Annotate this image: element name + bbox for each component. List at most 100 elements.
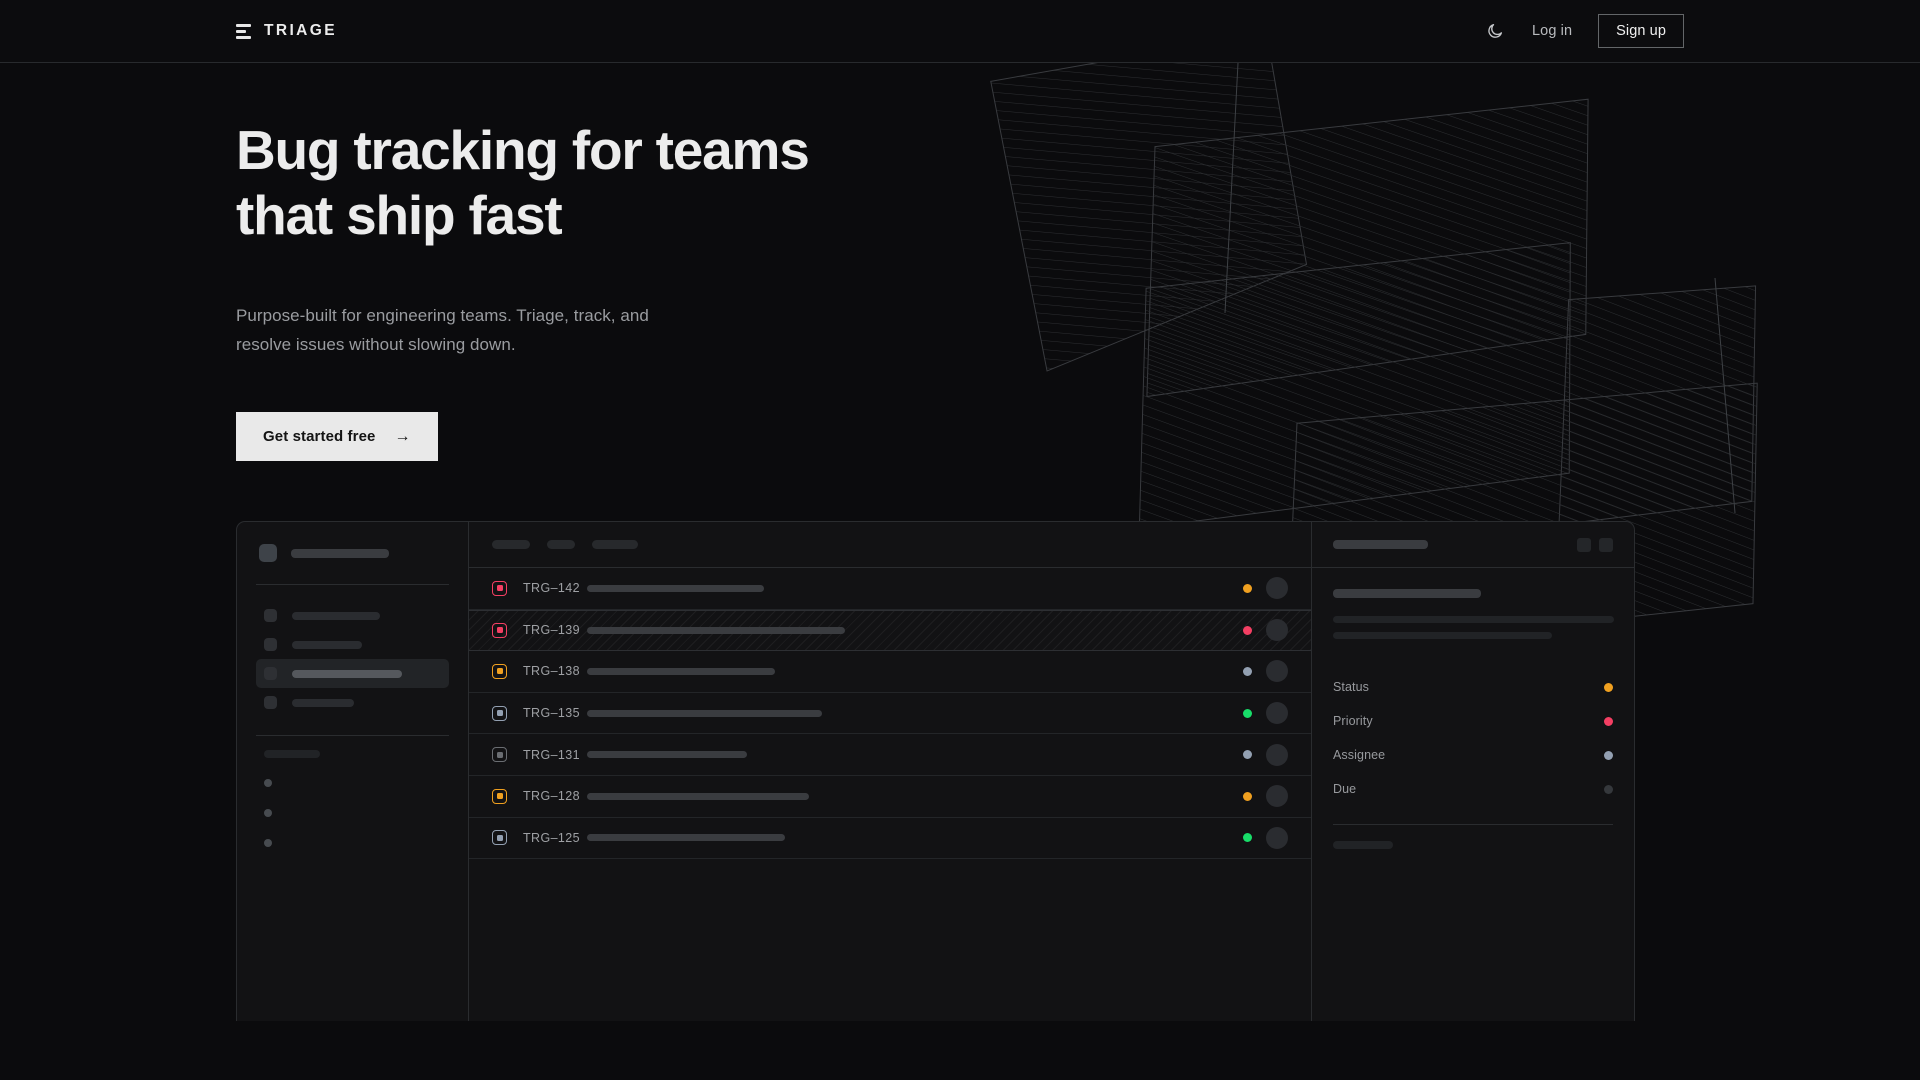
workspace-switcher[interactable]	[256, 544, 449, 562]
issue-title-placeholder	[587, 584, 764, 592]
avatar	[1266, 743, 1288, 766]
project-dot	[264, 779, 272, 787]
avatar	[1266, 619, 1288, 642]
login-link[interactable]: Log in	[1532, 23, 1573, 39]
issue-filter-chip-2[interactable]	[547, 540, 575, 549]
issue-title-placeholder	[587, 709, 822, 717]
meta-label: Priority	[1333, 714, 1373, 728]
get-started-button[interactable]: Get started free →	[236, 412, 438, 462]
meta-value-dot	[1604, 750, 1613, 760]
issue-row-meta	[1243, 743, 1288, 766]
table-row[interactable]: TRG–139	[469, 609, 1311, 652]
table-row[interactable]: TRG–131	[469, 734, 1311, 776]
hero-subheading: Purpose-built for engineering teams. Tri…	[236, 305, 649, 355]
priority-indicator-icon	[492, 788, 507, 804]
issue-id: TRG–139	[523, 623, 580, 638]
table-row[interactable]: TRG–128	[469, 776, 1311, 818]
workspace-square-icon	[259, 544, 277, 562]
meta-row-priority[interactable]: Priority	[1333, 704, 1613, 738]
status-badge	[1243, 625, 1252, 635]
signup-button[interactable]: Sign up	[1598, 14, 1684, 48]
priority-indicator-icon	[492, 580, 507, 596]
priority-indicator-icon	[492, 747, 507, 763]
description-line-1	[1333, 616, 1614, 623]
priority-indicator-icon	[492, 622, 507, 638]
sidebar-nav-label-placeholder	[292, 698, 354, 707]
sidebar-project-item-2[interactable]	[256, 798, 449, 828]
avatar	[1266, 826, 1288, 849]
avatar	[1266, 577, 1288, 600]
issue-title-placeholder	[587, 626, 845, 634]
issue-id: TRG–142	[523, 581, 580, 596]
sidebar-nav-label-placeholder	[292, 669, 402, 678]
top-navigation-bar: TRIAGE Log in Sign up	[0, 0, 1920, 63]
activity-list	[1333, 865, 1613, 901]
meta-row-assignee[interactable]: Assignee	[1333, 738, 1613, 772]
project-dot	[264, 839, 272, 847]
brand-logo[interactable]: TRIAGE	[236, 22, 337, 40]
status-badge	[1243, 666, 1252, 676]
sidebar-nav-label-placeholder	[292, 611, 380, 620]
sidebar-project-item-3[interactable]	[256, 828, 449, 858]
table-row[interactable]: TRG–138	[469, 651, 1311, 693]
sidebar-section-label-placeholder	[264, 750, 320, 758]
detail-action-button-2[interactable]	[1599, 537, 1613, 552]
sidebar-nav-icon	[264, 696, 277, 709]
status-badge	[1243, 750, 1252, 760]
arrow-right-icon: →	[394, 427, 411, 445]
meta-row-due[interactable]: Due	[1333, 772, 1613, 806]
issue-row-meta	[1243, 619, 1288, 642]
detail-action-button-1[interactable]	[1577, 537, 1591, 552]
description-line-2	[1333, 632, 1552, 639]
issue-title-placeholder	[587, 667, 775, 675]
meta-label: Assignee	[1333, 748, 1386, 762]
meta-row-status[interactable]: Status	[1333, 670, 1613, 704]
sidebar-nav-icon	[264, 638, 277, 651]
issue-title-placeholder	[587, 751, 747, 759]
project-dot	[264, 809, 272, 817]
issue-title-placeholder	[587, 792, 809, 800]
detail-panel-header	[1312, 522, 1634, 568]
moon-icon[interactable]	[1484, 20, 1506, 42]
issue-description-placeholder	[1333, 616, 1614, 639]
status-badge	[1243, 833, 1252, 843]
issue-filter-chip-3[interactable]	[592, 540, 638, 549]
avatar	[1266, 660, 1288, 683]
issue-id: TRG–125	[523, 830, 580, 845]
status-badge	[1243, 791, 1252, 801]
sidebar-nav-item-1[interactable]	[256, 601, 449, 630]
issue-title-placeholder	[1333, 589, 1481, 598]
sidebar-nav-label-placeholder	[292, 640, 362, 649]
stacked-bars-logo-icon	[236, 23, 251, 39]
meta-value-dot	[1604, 784, 1613, 794]
avatar	[1266, 702, 1288, 725]
activity-item	[1333, 865, 1613, 883]
sidebar-nav-item-4[interactable]	[256, 688, 449, 717]
issue-row-meta	[1243, 660, 1288, 683]
issue-id: TRG–135	[523, 706, 580, 721]
priority-indicator-icon	[492, 830, 507, 846]
sidebar-divider-bottom	[256, 735, 449, 736]
sidebar-nav-item-2[interactable]	[256, 630, 449, 659]
mockup-sidebar	[237, 522, 469, 1021]
issue-row-meta	[1243, 826, 1288, 849]
table-row[interactable]: TRG–142	[469, 568, 1311, 610]
hero-heading: Bug tracking for teams that ship fast	[236, 119, 810, 247]
meta-value-dot	[1604, 682, 1613, 692]
issue-row-meta	[1243, 577, 1288, 600]
sidebar-nav-item-3[interactable]	[256, 659, 449, 688]
detail-divider	[1333, 824, 1613, 825]
issue-filter-chip-1[interactable]	[492, 540, 530, 549]
issue-id: TRG–138	[523, 664, 580, 679]
hero-section: Bug tracking for teams that ship fast Pu…	[236, 118, 810, 462]
table-row[interactable]: TRG–125	[469, 818, 1311, 860]
table-row[interactable]: TRG–135	[469, 693, 1311, 735]
nav-actions: Log in Sign up	[1484, 14, 1684, 48]
meta-value-dot	[1604, 716, 1613, 726]
issue-list-toolbar	[469, 522, 1311, 568]
sidebar-project-item-1[interactable]	[256, 768, 449, 798]
